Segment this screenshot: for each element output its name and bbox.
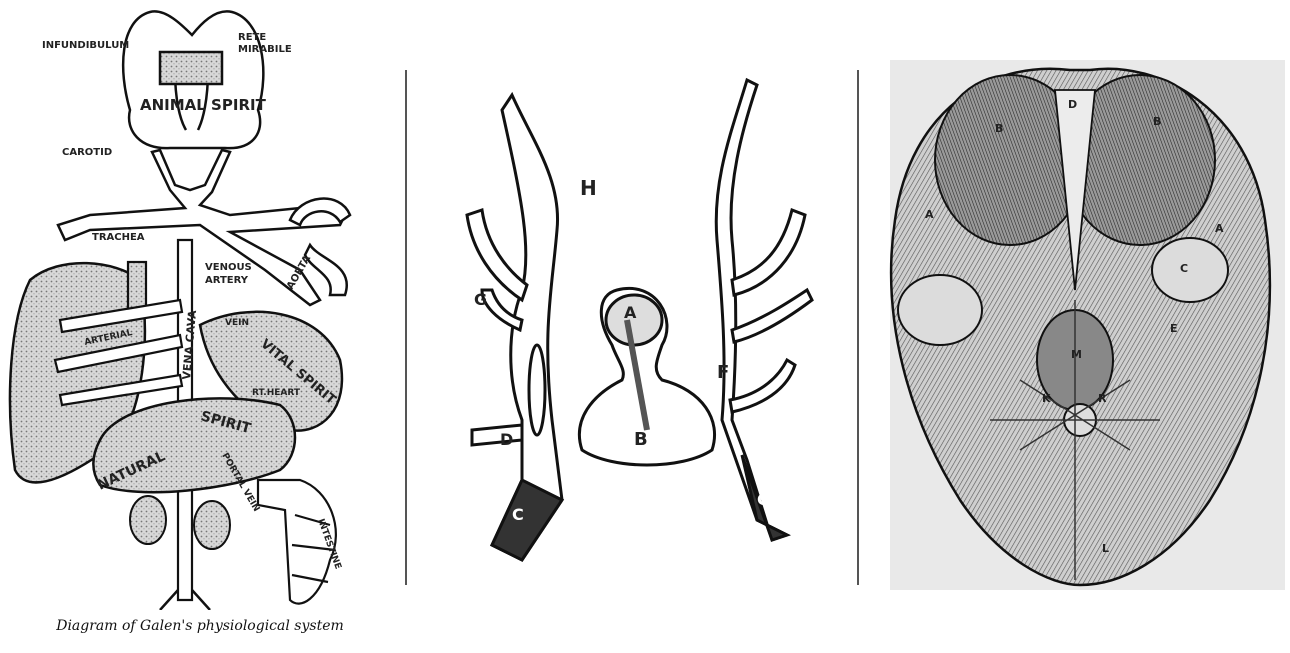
label-animal-spirit: ANIMAL SPIRIT [140, 96, 267, 114]
letter-d: D [500, 430, 513, 449]
label-rete: RETE [238, 32, 266, 43]
temporal-right [1152, 238, 1228, 302]
letter-h: H [580, 176, 597, 200]
label-artery: ARTERY [205, 275, 249, 286]
diagram-caption: Diagram of Galen's physiological system [0, 618, 400, 634]
letter-l: L [1102, 542, 1109, 555]
galen-diagram: INFUNDIBULUM RETE MIRABILE ANIMAL SPIRIT… [0, 0, 400, 610]
label-infundibulum: INFUNDIBULUM [42, 40, 129, 51]
letter-a-left: A [925, 208, 934, 221]
letter-g: G [474, 290, 487, 309]
label-trachea: TRACHEA [92, 232, 145, 243]
label-rt-heart: RT.HEART [252, 388, 301, 398]
letter-b: B [634, 429, 648, 450]
letter-r: R [1098, 392, 1107, 405]
vessel-woodcut: H G F A B D C C [412, 0, 852, 600]
label-vein: VEIN [225, 318, 249, 328]
letter-a: A [624, 303, 637, 322]
letter-c-right: C [757, 490, 769, 509]
letter-f: F [717, 362, 729, 383]
letter-k: K [1042, 392, 1051, 405]
brain-engraving-panel: D B B A A C E M K R L [870, 0, 1290, 653]
letter-e: E [1170, 322, 1178, 335]
vessel-woodcut-panel: H G F A B D C C [412, 0, 852, 653]
letter-c: C [1180, 262, 1188, 275]
divider-right [857, 70, 859, 585]
letter-a-right: A [1215, 222, 1224, 235]
galen-diagram-panel: INFUNDIBULUM RETE MIRABILE ANIMAL SPIRIT… [0, 0, 400, 653]
label-mirabile: MIRABILE [238, 44, 292, 55]
letter-d: D [1068, 98, 1077, 111]
temporal-left [898, 275, 982, 345]
label-carotid: CAROTID [62, 147, 112, 158]
label-venous: VENOUS [205, 262, 252, 273]
divider-left [405, 70, 407, 585]
letter-m: M [1071, 348, 1082, 361]
letter-b-right: B [1153, 115, 1161, 128]
brain-engraving: D B B A A C E M K R L [870, 0, 1290, 600]
letter-b-left: B [995, 122, 1003, 135]
letter-c-left: C [512, 505, 524, 524]
